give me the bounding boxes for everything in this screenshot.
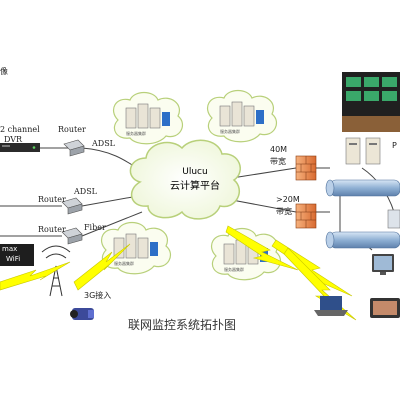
server-cloud-top-right xyxy=(207,89,277,143)
dvr-label-line1: 2 channel xyxy=(0,125,40,134)
3g-access-label: 3G接入 xyxy=(84,291,112,300)
left-connection-lines xyxy=(0,147,143,237)
wimax-badge xyxy=(0,244,34,266)
dvr-label-line2: DVR xyxy=(4,135,23,144)
top-left-partial-label: 像 xyxy=(0,67,8,76)
server-cloud-bottom-left xyxy=(101,221,171,275)
router-icon xyxy=(63,139,85,157)
cloud-platform xyxy=(129,139,241,220)
camera-icon xyxy=(70,308,94,320)
bandwidth-20m-caption: 带宽 xyxy=(276,207,292,216)
mobile-device-icon xyxy=(387,209,400,229)
antenna-tower-icon xyxy=(41,245,71,297)
lightning-bolts xyxy=(0,225,357,321)
diagram-title: 联网监控系统拓扑图 xyxy=(128,318,237,332)
laptop-icon xyxy=(314,296,348,316)
adsl-label: ADSL xyxy=(74,187,97,196)
server-cloud-top-left xyxy=(113,91,183,145)
server-cluster-caption: 服务器集群 xyxy=(224,267,244,272)
video-wall xyxy=(342,72,400,132)
server-cluster-caption: 服务器集群 xyxy=(114,261,134,266)
wimax-label: max xyxy=(2,245,18,253)
router-icon xyxy=(61,197,83,215)
monitor-icon xyxy=(372,254,394,275)
bandwidth-40m-caption: 带宽 xyxy=(270,157,286,166)
fiber-label: Fiber xyxy=(84,223,106,232)
router-label: Router xyxy=(58,125,86,134)
router-label: Router xyxy=(38,225,66,234)
dvr-icon xyxy=(0,143,40,152)
server-cluster-caption: 服务器集群 xyxy=(126,131,146,136)
tablet-icon xyxy=(370,298,400,318)
firewall-icon xyxy=(295,203,317,229)
adsl-label: ADSL xyxy=(92,139,115,148)
network-backbone xyxy=(325,179,400,249)
bandwidth-20m-label: >20M xyxy=(276,195,300,204)
server-cluster-caption: 服务器集群 xyxy=(220,129,240,134)
firewall-icon xyxy=(295,155,317,181)
right-partial-label: P xyxy=(392,141,397,150)
router-label: Router xyxy=(38,195,66,204)
cloud-name-label: Ulucu xyxy=(182,167,208,177)
cloud-platform-label: 云计算平台 xyxy=(170,181,220,192)
server-icon xyxy=(345,137,381,165)
router-icon xyxy=(61,227,83,245)
bandwidth-40m-label: 40M xyxy=(270,145,288,154)
wifi-label: WiFi xyxy=(6,255,21,263)
